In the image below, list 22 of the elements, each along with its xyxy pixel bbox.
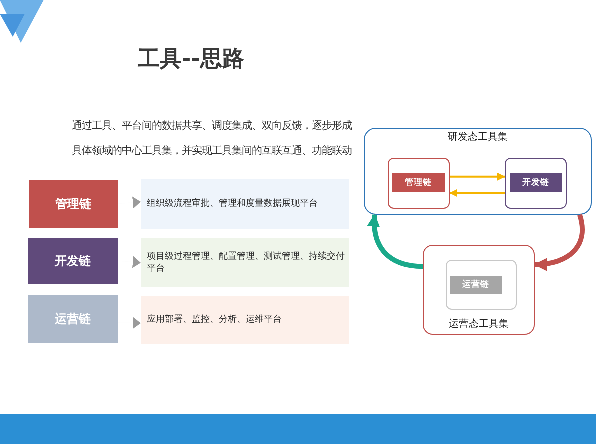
toolset-panel (423, 245, 535, 335)
title: 工具--思路 (138, 47, 244, 73)
outline-box (388, 158, 450, 208)
label-bar: 管理链 (392, 173, 445, 192)
toolset-panel (364, 128, 592, 215)
description-panel: 项目级过程管理、配置管理、测试管理、持续交付平台 (141, 238, 349, 287)
label-bar: 运营链 (450, 276, 502, 294)
outline-box (504, 158, 566, 208)
curved-arrow (368, 214, 424, 270)
paragraph: 通过工具、平台间的数据共享、调度集成、双向反馈，逐步形成具体领域的中心工具集，并实现工具集间的互联互通、功能联动 (72, 119, 353, 159)
description-panel: 应用部署、监控、分析、运维平台 (141, 296, 349, 344)
description-panel: 组织级流程审批、管理和度量数据展现平台 (141, 179, 349, 229)
label-box: 运营链 (28, 295, 118, 343)
label-box: 开发链 (28, 238, 118, 284)
arrow (450, 172, 506, 181)
label-bar: 开发链 (510, 173, 562, 192)
panel-title: 研发态工具集 (448, 132, 508, 144)
arrow (450, 189, 505, 198)
outline-box (446, 260, 516, 310)
curved-arrow (534, 214, 585, 271)
label-box: 管理链 (29, 180, 118, 228)
panel-title: 运营态工具集 (449, 319, 509, 331)
